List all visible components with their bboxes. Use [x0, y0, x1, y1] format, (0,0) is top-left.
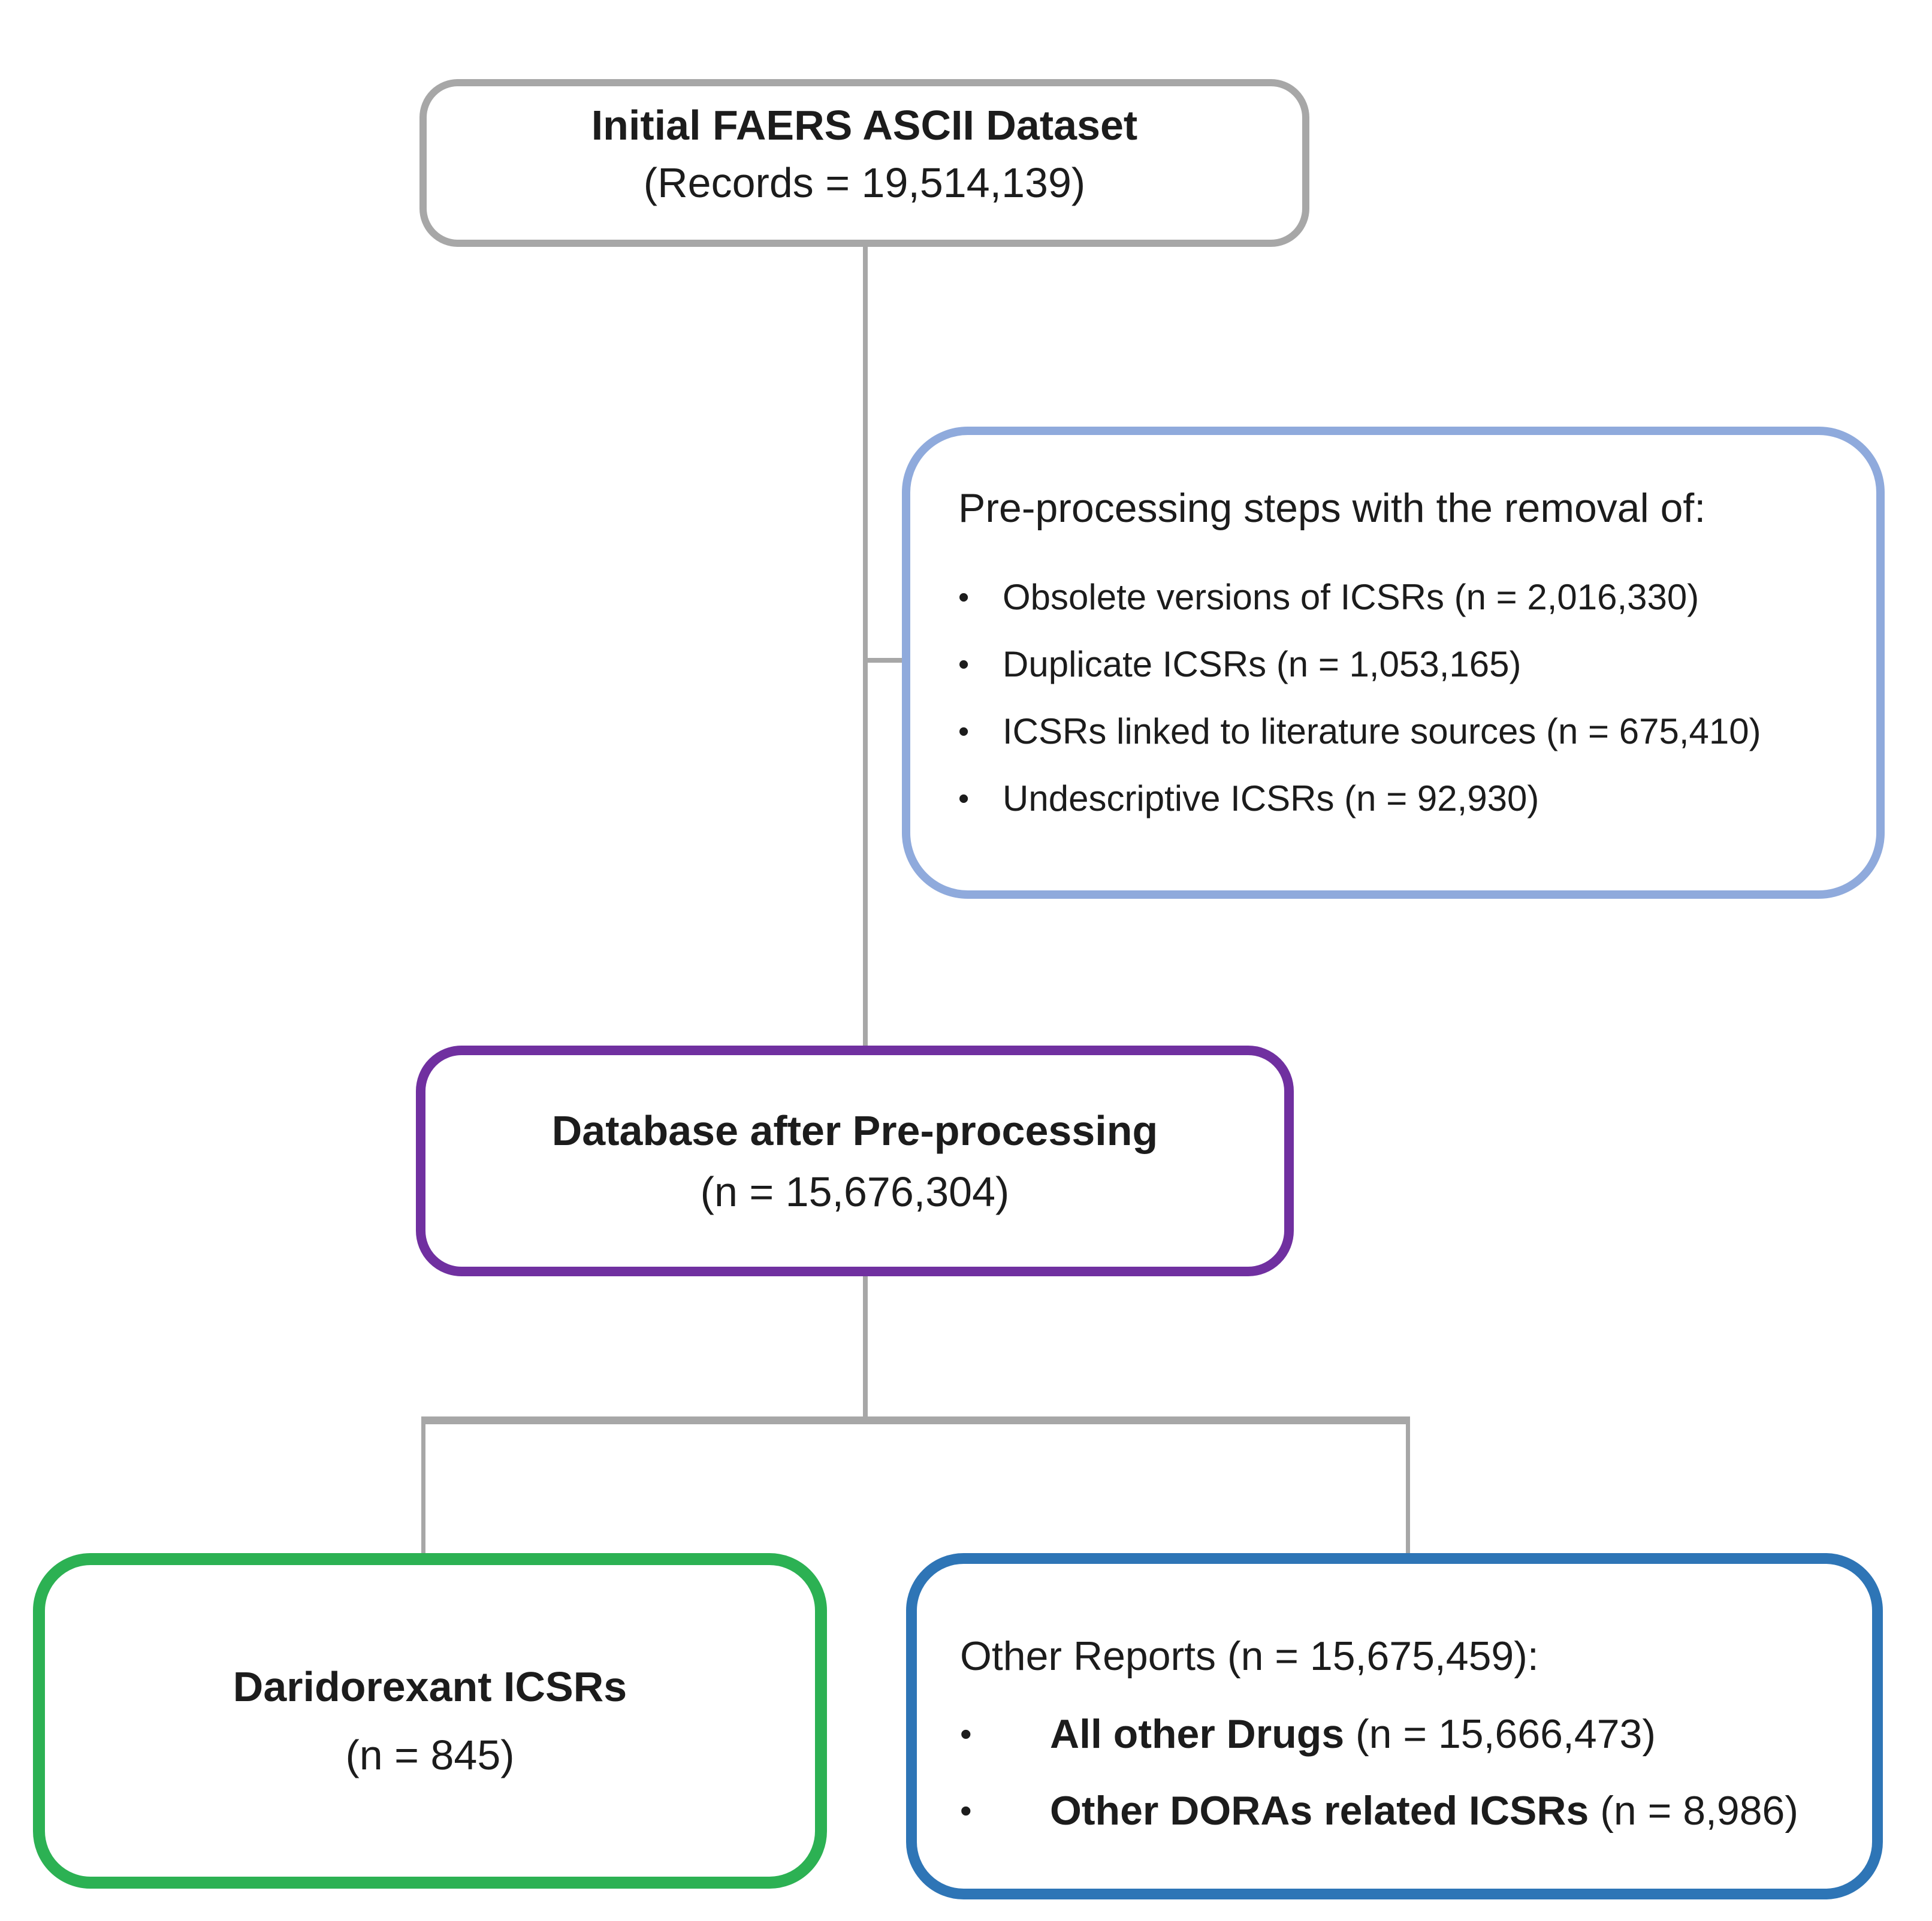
list-item-value: (n = 15,666,473): [1344, 1711, 1656, 1757]
list-item-value: (n = 8,986): [1589, 1788, 1799, 1834]
database-box: Database after Pre-processing (n = 15,67…: [416, 1046, 1294, 1276]
list-item-label: Other DORAs related ICSRs: [1050, 1788, 1589, 1834]
connector-drop-right: [1406, 1422, 1410, 1555]
bullet-icon: •: [960, 1792, 972, 1829]
list-item-text: ICSRs linked to literature sources (n = …: [1003, 711, 1761, 751]
bullet-icon: •: [958, 781, 970, 816]
database-count: (n = 15,676,304): [700, 1168, 1010, 1215]
daridorexant-count: (n = 845): [345, 1732, 515, 1778]
connector-drop-left: [421, 1422, 425, 1555]
connector-stub-to-preprocessing: [865, 658, 905, 663]
preprocessing-title: Pre-processing steps with the removal of…: [958, 485, 1706, 531]
list-item: • Obsolete versions of ICSRs (n = 2,016,…: [958, 579, 1864, 615]
bullet-icon: •: [960, 1715, 972, 1753]
database-title: Database after Pre-processing: [551, 1107, 1158, 1154]
initial-dataset-count: (Records = 19,514,139): [643, 159, 1086, 206]
list-item: • ICSRs linked to literature sources (n …: [958, 714, 1864, 750]
connector-initial-to-database: [863, 242, 868, 1051]
other-reports-box: Other Reports (n = 15,675,459): • All ot…: [906, 1553, 1883, 1899]
bullet-icon: •: [958, 714, 970, 749]
list-item: • Other DORAs related ICSRs (n = 8,986): [960, 1790, 1860, 1831]
connector-database-to-split: [863, 1273, 868, 1422]
list-item-label: All other Drugs: [1050, 1711, 1345, 1757]
preprocessing-box: Pre-processing steps with the removal of…: [902, 427, 1885, 899]
connector-split-bar: [421, 1416, 1410, 1424]
daridorexant-box: Daridorexant ICSRs (n = 845): [33, 1553, 827, 1889]
initial-dataset-title: Initial FAERS ASCII Dataset: [591, 102, 1138, 149]
list-item: • Duplicate ICSRs (n = 1,053,165): [958, 647, 1864, 682]
other-reports-title: Other Reports (n = 15,675,459):: [960, 1633, 1539, 1679]
initial-dataset-box: Initial FAERS ASCII Dataset (Records = 1…: [419, 79, 1309, 247]
bullet-icon: •: [958, 647, 970, 682]
list-item: • Undescriptive ICSRs (n = 92,930): [958, 781, 1864, 817]
list-item: • All other Drugs (n = 15,666,473): [960, 1714, 1860, 1754]
list-item-text: Undescriptive ICSRs (n = 92,930): [1003, 778, 1539, 818]
bullet-icon: •: [958, 580, 970, 615]
list-item-text: Duplicate ICSRs (n = 1,053,165): [1003, 644, 1522, 684]
daridorexant-title: Daridorexant ICSRs: [233, 1663, 627, 1710]
list-item-text: Obsolete versions of ICSRs (n = 2,016,33…: [1003, 577, 1699, 617]
